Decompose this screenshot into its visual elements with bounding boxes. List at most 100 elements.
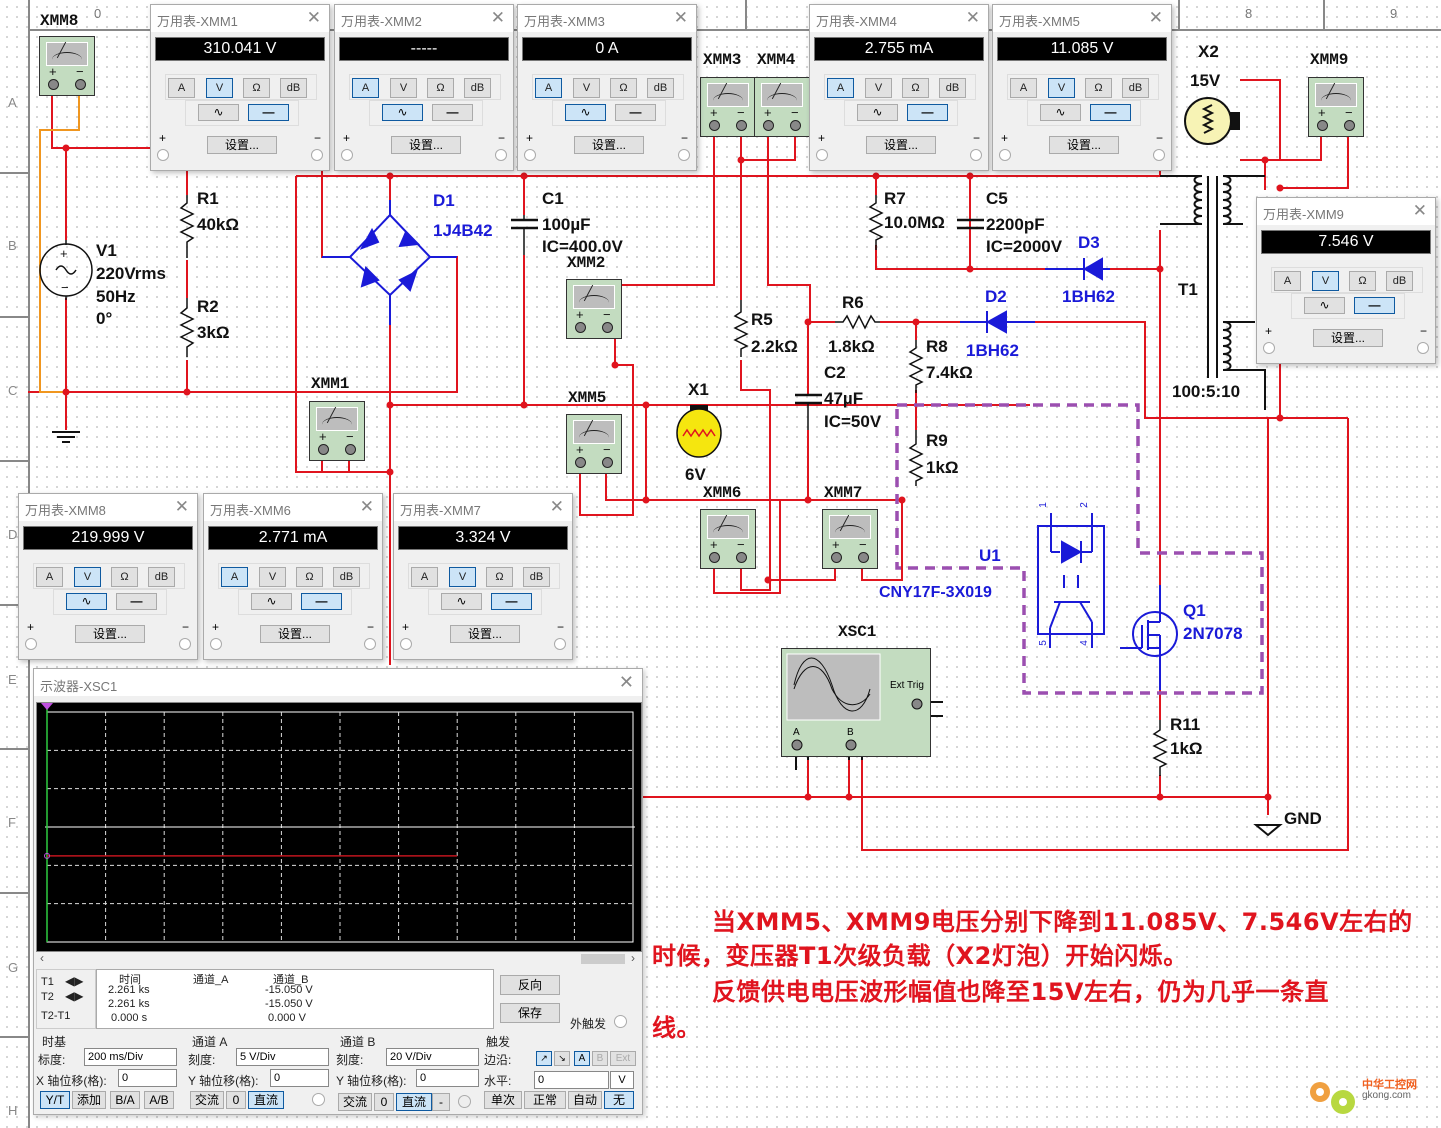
ac-button[interactable]: ∿ (66, 593, 107, 610)
mode-3-button[interactable]: dB (1122, 78, 1149, 98)
close-icon[interactable]: ✕ (1148, 8, 1163, 27)
title-bar[interactable]: 万用表-XMM8 ✕ (19, 494, 197, 521)
settings-button[interactable]: 设置... (1049, 136, 1119, 154)
mode-1-button[interactable]: V (206, 78, 233, 98)
ac-button[interactable]: ∿ (198, 104, 239, 121)
ac-button[interactable]: ∿ (382, 104, 423, 121)
mode-3-button[interactable]: dB (464, 78, 491, 98)
mode-3-button[interactable]: dB (333, 567, 360, 587)
channel-a-radio[interactable] (312, 1093, 325, 1106)
normal-button[interactable]: 正常 (524, 1091, 566, 1109)
ac-button[interactable]: ∿ (1040, 104, 1081, 121)
plus-terminal[interactable] (400, 638, 412, 650)
close-icon[interactable]: ✕ (1412, 201, 1427, 220)
mode-1-button[interactable]: V (1312, 271, 1339, 291)
channel-b-dc-button[interactable]: 直流 (396, 1093, 432, 1111)
title-bar[interactable]: 万用表-XMM9 ✕ (1257, 198, 1435, 225)
mode-3-button[interactable]: dB (523, 567, 550, 587)
minus-terminal[interactable] (1153, 149, 1165, 161)
reverse-button[interactable]: 反向 (500, 975, 560, 995)
close-icon[interactable]: ✕ (549, 497, 564, 516)
mode-1-button[interactable]: V (259, 567, 286, 587)
channel-a-ypos-input[interactable]: 0 (270, 1069, 329, 1087)
settings-button[interactable]: 设置... (866, 136, 936, 154)
channel-a-scale-input[interactable]: 5 V/Div (236, 1048, 329, 1066)
multimeter-XMM7-icon[interactable]: +− (822, 509, 878, 569)
close-icon[interactable]: ✕ (965, 8, 980, 27)
mode-2-button[interactable]: Ω (1349, 271, 1376, 291)
settings-button[interactable]: 设置... (391, 136, 461, 154)
close-icon[interactable]: ✕ (306, 8, 321, 27)
mode-1-button[interactable]: V (449, 567, 476, 587)
dc-button[interactable]: — (1354, 297, 1395, 314)
mode-2-button[interactable]: Ω (610, 78, 637, 98)
timebase-scale-input[interactable]: 200 ms/Div (84, 1048, 177, 1066)
oscilloscope-XSC1-icon[interactable]: Ext Trig A B (781, 648, 931, 757)
mode-1-button[interactable]: V (573, 78, 600, 98)
plus-terminal[interactable] (1263, 342, 1275, 354)
minus-terminal[interactable] (179, 638, 191, 650)
mode-3-button[interactable]: dB (280, 78, 307, 98)
ext-trigger-radio[interactable] (614, 1015, 627, 1028)
add-button[interactable]: 添加 (72, 1091, 106, 1109)
dc-button[interactable]: — (116, 593, 157, 610)
ac-button[interactable]: ∿ (565, 104, 606, 121)
mode-1-button[interactable]: V (865, 78, 892, 98)
mode-0-button[interactable]: A (1010, 78, 1037, 98)
multimeter-XMM1-icon[interactable]: +− (309, 401, 365, 461)
plus-terminal[interactable] (157, 149, 169, 161)
mode-1-button[interactable]: V (74, 567, 101, 587)
channel-a-zero-button[interactable]: 0 (226, 1091, 246, 1109)
minus-terminal[interactable] (495, 149, 507, 161)
minus-terminal[interactable] (678, 149, 690, 161)
x-position-input[interactable]: 0 (118, 1069, 177, 1087)
settings-button[interactable]: 设置... (75, 625, 145, 643)
close-icon[interactable]: ✕ (174, 497, 189, 516)
title-bar[interactable]: 示波器-XSC1 ✕ (34, 669, 642, 696)
dc-button[interactable]: — (1090, 104, 1131, 121)
channel-b-invert-button[interactable]: - (432, 1093, 450, 1111)
trigger-level-input[interactable]: 0 (534, 1071, 609, 1089)
title-bar[interactable]: 万用表-XMM5 ✕ (993, 5, 1171, 32)
mode-2-button[interactable]: Ω (243, 78, 270, 98)
minus-terminal[interactable] (1417, 342, 1429, 354)
title-bar[interactable]: 万用表-XMM4 ✕ (810, 5, 988, 32)
mode-0-button[interactable]: A (535, 78, 562, 98)
plus-terminal[interactable] (524, 149, 536, 161)
multimeter-XMM3-icon[interactable]: +− (700, 77, 756, 137)
plus-terminal[interactable] (999, 149, 1011, 161)
mode-2-button[interactable]: Ω (111, 567, 138, 587)
mode-1-button[interactable]: V (390, 78, 417, 98)
ac-button[interactable]: ∿ (251, 593, 292, 610)
dc-button[interactable]: — (907, 104, 948, 121)
none-button[interactable]: 无 (604, 1091, 634, 1109)
minus-terminal[interactable] (970, 149, 982, 161)
plus-terminal[interactable] (816, 149, 828, 161)
mode-0-button[interactable]: A (168, 78, 195, 98)
multimeter-XMM5-icon[interactable]: +− (566, 414, 622, 474)
trigger-source-b-button[interactable]: B (592, 1051, 608, 1066)
channel-b-radio[interactable] (458, 1095, 471, 1108)
scroll-left-icon[interactable]: ‹ (40, 951, 44, 965)
channel-a-dc-button[interactable]: 直流 (248, 1091, 284, 1109)
close-icon[interactable]: ✕ (490, 8, 505, 27)
save-button[interactable]: 保存 (500, 1003, 560, 1023)
title-bar[interactable]: 万用表-XMM7 ✕ (394, 494, 572, 521)
dc-button[interactable]: — (491, 593, 532, 610)
settings-button[interactable]: 设置... (1313, 329, 1383, 347)
close-icon[interactable]: ✕ (618, 672, 634, 692)
channel-b-zero-button[interactable]: 0 (374, 1093, 394, 1111)
auto-button[interactable]: 自动 (568, 1091, 602, 1109)
b-over-a-button[interactable]: B/A (110, 1091, 140, 1109)
title-bar[interactable]: 万用表-XMM3 ✕ (518, 5, 696, 32)
mode-3-button[interactable]: dB (647, 78, 674, 98)
trigger-level-unit[interactable]: V (610, 1071, 634, 1089)
title-bar[interactable]: 万用表-XMM1 ✕ (151, 5, 329, 32)
minus-terminal[interactable] (364, 638, 376, 650)
minus-terminal[interactable] (554, 638, 566, 650)
rising-edge-button[interactable]: ↗ (536, 1051, 552, 1066)
plus-terminal[interactable] (25, 638, 37, 650)
dc-button[interactable]: — (432, 104, 473, 121)
settings-button[interactable]: 设置... (574, 136, 644, 154)
scroll-right-icon[interactable]: › (631, 951, 635, 965)
